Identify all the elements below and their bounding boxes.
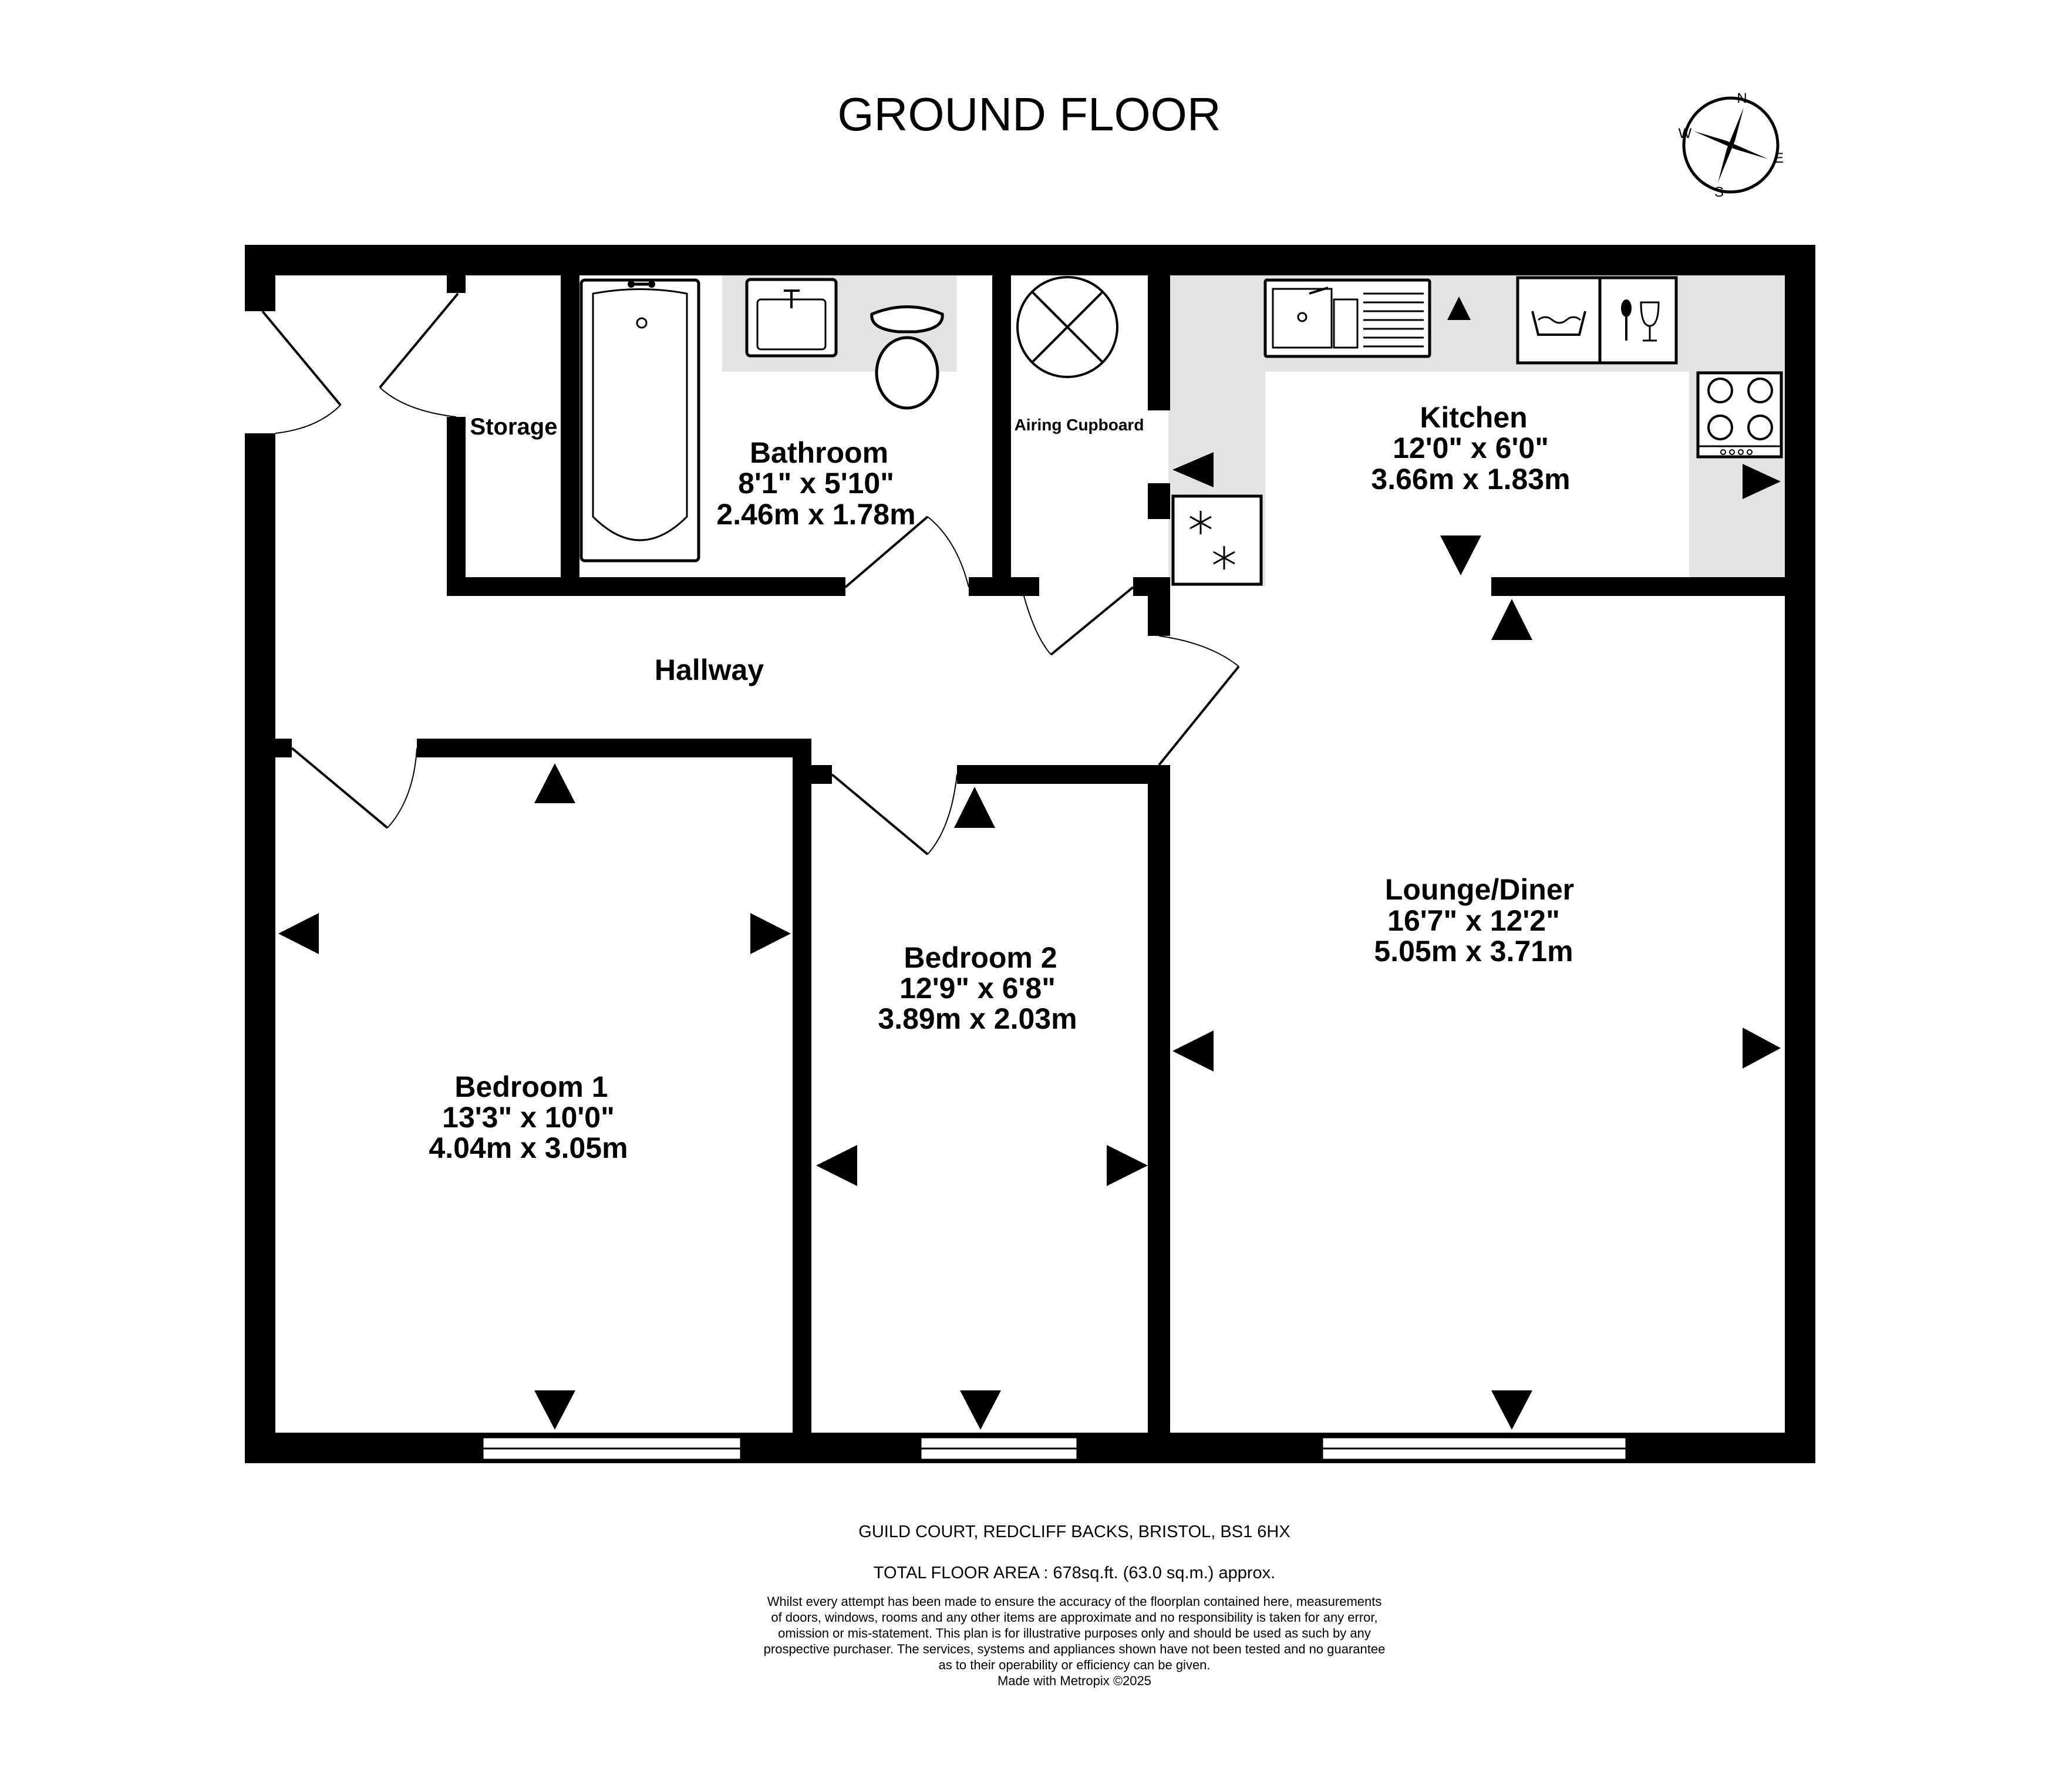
lounge-metric: 5.05m x 3.71m [1374,935,1573,968]
washing-machine-icon [1516,276,1602,365]
disclaimer-line: omission or mis-statement. This plan is … [778,1626,1371,1641]
arrow-right-icon [1743,1028,1781,1069]
floor-area-text: TOTAL FLOOR AREA : 678sq.ft. (63.0 sq.m.… [874,1564,1275,1582]
kitchen-metric: 3.66m x 1.83m [1371,463,1570,496]
compass-n: N [1737,90,1747,106]
window-bedroom2 [919,1436,1079,1461]
lounge-imperial: 16'7" x 12'2" [1387,904,1560,937]
window-lounge [1321,1436,1627,1461]
compass-icon: N E S W [1679,90,1784,200]
bedroom1-label: Bedroom 1 13'3" x 10'0" 4.04m x 3.05m [429,1070,628,1164]
arrow-up-icon [534,763,575,803]
window-bedroom1 [481,1436,742,1461]
sink-icon [1263,278,1431,358]
fridge-freezer-icon [1171,494,1263,586]
arrow-down-icon [1491,1390,1532,1430]
arrow-left-icon [1172,452,1214,487]
arrow-up-icon [954,787,995,828]
credit-text: Made with Metropix ©2025 [998,1673,1151,1688]
bathroom-name: Bathroom [750,436,888,469]
page-title: GROUND FLOOR [837,88,1221,140]
compass-s: S [1714,184,1724,200]
bathroom-label: Bathroom 8'1" x 5'10" 2.46m x 1.78m [716,436,915,531]
bedroom2-name: Bedroom 2 [904,941,1057,974]
dishwasher-icon [1598,276,1678,365]
bedroom1-name: Bedroom 1 [454,1070,608,1103]
storage-label: Storage [470,414,558,440]
airing-cupboard-label: Airing Cupboard [1015,416,1144,434]
kitchen-label: Kitchen 12'0" x 6'0" 3.66m x 1.83m [1371,401,1570,496]
bedroom2-metric: 3.89m x 2.03m [878,1002,1077,1035]
bath-icon [579,278,700,562]
kitchen-name: Kitchen [1420,401,1527,434]
arrow-right-icon [1743,464,1781,499]
disclaimer-line: of doors, windows, rooms and any other i… [771,1610,1377,1625]
compass-e: E [1774,150,1784,166]
disclaimer: Whilst every attempt has been made to en… [764,1594,1386,1672]
arrow-down-icon [1440,535,1481,575]
arrow-left-icon [1172,1030,1214,1072]
hallway-label: Hallway [655,654,764,686]
lounge-name: Lounge/Diner [1385,873,1574,906]
arrow-left-icon [816,1145,857,1186]
kitchen-imperial: 12'0" x 6'0" [1393,432,1549,464]
disclaimer-line: prospective purchaser. The services, sys… [764,1642,1386,1656]
dimension-arrows [278,297,1781,1430]
arrow-down-icon [534,1390,575,1430]
basin-icon [745,278,838,358]
bedroom2-label: Bedroom 2 12'9" x 6'8" 3.89m x 2.03m [878,941,1077,1035]
arrow-right-icon [1107,1145,1148,1186]
boiler-icon [1016,276,1118,378]
arrow-up-icon [1491,599,1532,640]
arrow-left-icon [278,913,319,954]
bathroom-imperial: 8'1" x 5'10" [738,467,894,500]
compass-w: W [1679,126,1692,142]
address-text: GUILD COURT, REDCLIFF BACKS, BRISTOL, BS… [858,1522,1290,1541]
disclaimer-line: as to their operability or efficiency ca… [938,1658,1210,1672]
arrow-right-icon [750,913,791,954]
bathroom-metric: 2.46m x 1.78m [716,498,915,531]
hob-icon [1696,371,1783,459]
bedroom1-metric: 4.04m x 3.05m [429,1131,628,1164]
bedroom2-imperial: 12'9" x 6'8" [899,972,1056,1005]
disclaimer-line: Whilst every attempt has been made to en… [767,1594,1382,1609]
arrow-down-icon [960,1390,1001,1430]
doors [261,292,1240,855]
toilet-icon [870,305,944,410]
lounge-label: Lounge/Diner 16'7" x 12'2" 5.05m x 3.71m [1374,873,1574,968]
bedroom1-imperial: 13'3" x 10'0" [442,1101,615,1134]
arrow-up-icon [1447,297,1471,320]
